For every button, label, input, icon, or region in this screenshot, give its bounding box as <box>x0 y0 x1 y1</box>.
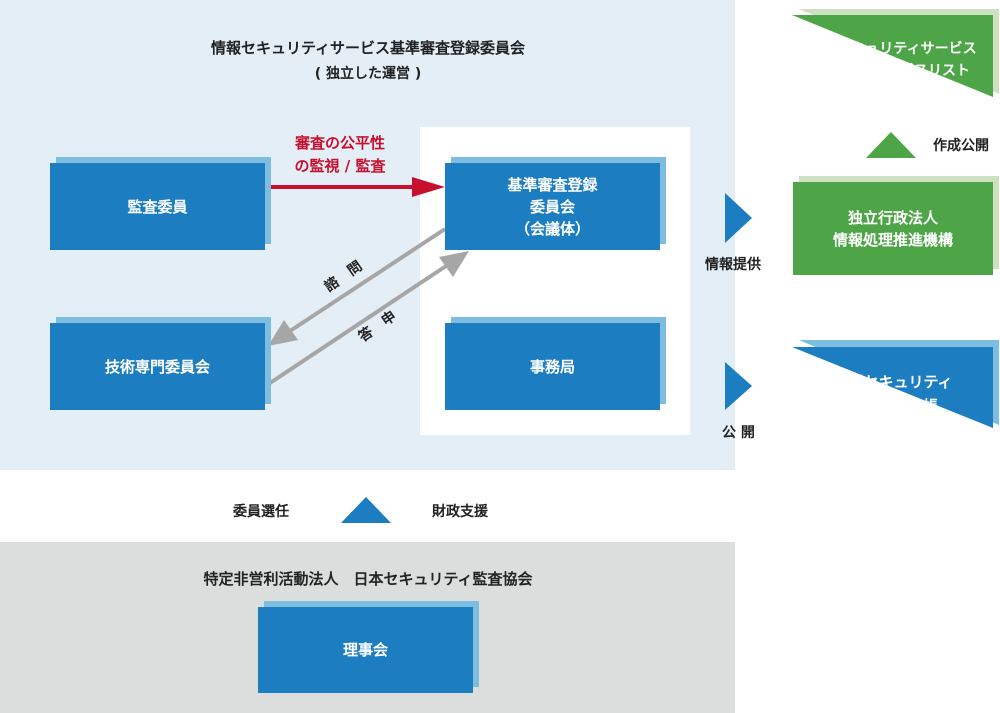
consult-arrow-line <box>288 227 447 333</box>
list-doc <box>792 15 993 97</box>
list-doc-text: 情報セキュリティサービス 基準適合サービスリスト <box>793 38 993 82</box>
consult-arrow-head <box>268 320 298 346</box>
ledger-doc-text: 情報セキュリティ サービス台帳 <box>793 370 993 418</box>
support-triangle <box>341 497 391 523</box>
review-line: 基準審査登録 <box>507 175 598 194</box>
info-provide-triangle <box>725 193 752 243</box>
secretariat-box: 事務局 <box>445 323 660 410</box>
list-line: 基準適合サービスリスト <box>816 63 970 79</box>
monitor-label-line: の監視 / 監査 <box>294 157 386 175</box>
info-provide-label: 情報提供 <box>705 257 761 273</box>
create-publish-triangle <box>866 132 916 158</box>
technical-committee-box: 技術専門委員会 <box>50 323 265 410</box>
monitor-arrow-head <box>412 177 445 197</box>
ipa-line: 独立行政法人 <box>847 208 938 227</box>
list-line: 情報セキュリティサービス <box>809 41 977 57</box>
monitor-label: 審査の公平性 の監視 / 監査 <box>270 132 410 178</box>
auditor-box: 監査委員 <box>50 163 265 250</box>
publish-triangle <box>725 362 752 410</box>
board-box: 理事会 <box>258 607 473 693</box>
ledger-line: サービス台帳 <box>847 397 938 415</box>
review-line: （会議体） <box>514 219 590 238</box>
ipa-box: 独立行政法人 情報処理推進機構 <box>793 182 993 275</box>
association-title: 特定非営利活動法人 日本セキュリティ監査協会 <box>203 570 533 588</box>
committee-subtitle: ( 独立した運営 ) <box>314 66 422 82</box>
create-publish-label: 作成公開 <box>933 138 989 154</box>
publish-label: 公 開 <box>722 425 755 441</box>
ipa-line: 情報処理推進機構 <box>832 230 953 249</box>
review-committee-box: 基準審査登録 委員会 （会議体） <box>445 163 660 250</box>
committee-title: 情報セキュリティサービス基準審査登録委員会 <box>210 39 526 57</box>
financial-support-label: 財政支援 <box>432 504 488 520</box>
review-line: 委員会 <box>529 197 575 216</box>
report-arrow-head <box>439 251 469 277</box>
ledger-doc <box>792 347 993 428</box>
select-members-label: 委員選任 <box>233 504 289 520</box>
monitor-label-line: 審査の公平性 <box>294 134 385 152</box>
report-arrow-line <box>268 264 448 385</box>
ledger-line: 情報セキュリティ <box>833 373 953 391</box>
